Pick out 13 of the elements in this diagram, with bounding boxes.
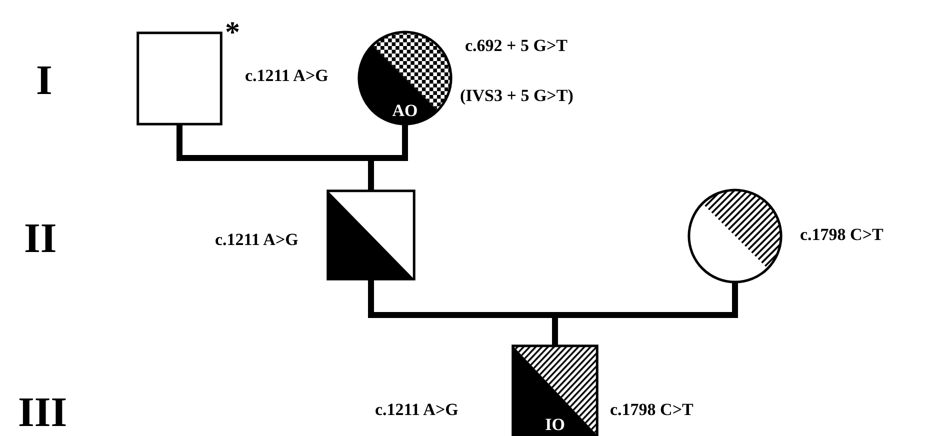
variant-label: c.1211 A>G (215, 230, 298, 250)
variant-label: c.1211 A>G (245, 66, 328, 86)
variant-label: c.1798 C>T (610, 400, 694, 420)
variant-label: c.1798 C>T (800, 225, 884, 245)
variant-label: c.1211 A>G (375, 400, 458, 420)
phenotype-code: AO (392, 101, 418, 121)
variant-label: c.692 + 5 G>T (465, 36, 568, 56)
phenotype-code: IO (545, 415, 565, 435)
asterisk-mark: * (225, 18, 240, 48)
generation-label: II (24, 216, 57, 262)
generation-label: I (36, 58, 52, 104)
generation-label: III (18, 390, 68, 436)
variant-label: (IVS3 + 5 G>T) (460, 86, 574, 106)
